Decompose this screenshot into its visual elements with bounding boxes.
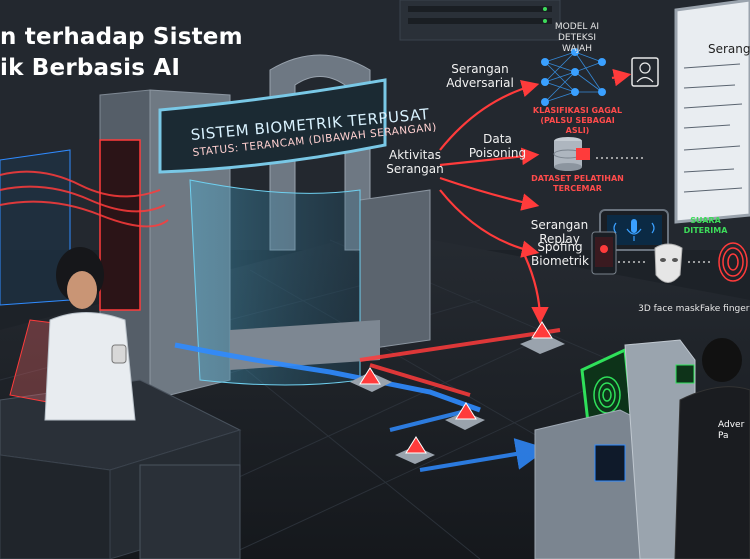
arrow-to-spoofing bbox=[439, 189, 540, 258]
page-title-line-2: ik Berbasis AI bbox=[0, 55, 181, 81]
arrow-to-replay bbox=[439, 176, 540, 211]
scanner-pad bbox=[594, 444, 626, 482]
floor-attack-path bbox=[359, 328, 561, 397]
warning-tile-4 bbox=[395, 436, 435, 464]
microphone-icon bbox=[631, 219, 637, 233]
attack-arrows bbox=[439, 68, 632, 325]
whiteboard-title: Serang bbox=[708, 42, 750, 56]
poison-mark-icon bbox=[576, 148, 590, 160]
model-label: MODEL AI DETEKSI WAJAH bbox=[554, 22, 600, 54]
adversarial-label: Serangan Adversarial bbox=[446, 62, 514, 90]
replay-result-label: SUARA DITERIMA bbox=[683, 216, 728, 235]
replay-label: Serangan Replay bbox=[530, 218, 589, 246]
face-mask-label: 3D face mask bbox=[638, 304, 700, 314]
warning-tiles bbox=[350, 321, 565, 464]
security-officer bbox=[44, 247, 136, 421]
whiteboard-formulas bbox=[683, 63, 743, 193]
neural-network-icon bbox=[541, 48, 606, 106]
face-result-icon bbox=[631, 57, 659, 87]
server-unit bbox=[139, 464, 241, 559]
fingerprint-icon bbox=[718, 242, 748, 282]
fake-finger-label: Fake finger bbox=[700, 304, 750, 314]
arrow-model-result bbox=[611, 68, 632, 87]
floor-data-path-2 bbox=[389, 408, 540, 470]
poisoning-label: Data Poisoning bbox=[468, 132, 527, 160]
scanner-kiosk bbox=[534, 409, 661, 559]
face-mask-icon bbox=[654, 243, 683, 283]
adversarial-result-label: KLASIFIKASI GAGAL (PALSU SEBAGAI ASLI) bbox=[532, 106, 623, 135]
arrow-to-poisoning bbox=[439, 147, 540, 167]
security-desk bbox=[0, 149, 242, 559]
arrow-to-adversarial bbox=[439, 79, 540, 151]
page-title-line-1: n terhadap Sistem bbox=[0, 24, 243, 50]
warning-tile-3 bbox=[445, 402, 485, 430]
adversary-patch: Adver Pa bbox=[718, 420, 745, 441]
page-title: n terhadap Sistem ik Berbasis AI bbox=[0, 22, 243, 84]
adversary bbox=[674, 338, 750, 559]
warning-tile-1 bbox=[520, 321, 565, 354]
dotted-connectors bbox=[596, 157, 712, 263]
spoofing-phone-icon bbox=[591, 231, 617, 275]
attack-source-label: Aktivitas Serangan bbox=[386, 148, 444, 176]
sign-board bbox=[158, 78, 387, 174]
whiteboard bbox=[674, 0, 750, 224]
warning-tile-2 bbox=[350, 367, 392, 392]
spoofing-label: Spofing Biometrik bbox=[531, 240, 589, 268]
attack-waves bbox=[0, 170, 169, 228]
server-rack-top bbox=[399, 0, 561, 41]
floor-data-path bbox=[174, 342, 481, 413]
poisoning-result-label: DATASET PELATIHAN TERCEMAR bbox=[531, 174, 624, 193]
arrow-to-floor bbox=[523, 255, 549, 325]
officer-badge bbox=[111, 344, 127, 364]
database-icon bbox=[553, 137, 590, 171]
